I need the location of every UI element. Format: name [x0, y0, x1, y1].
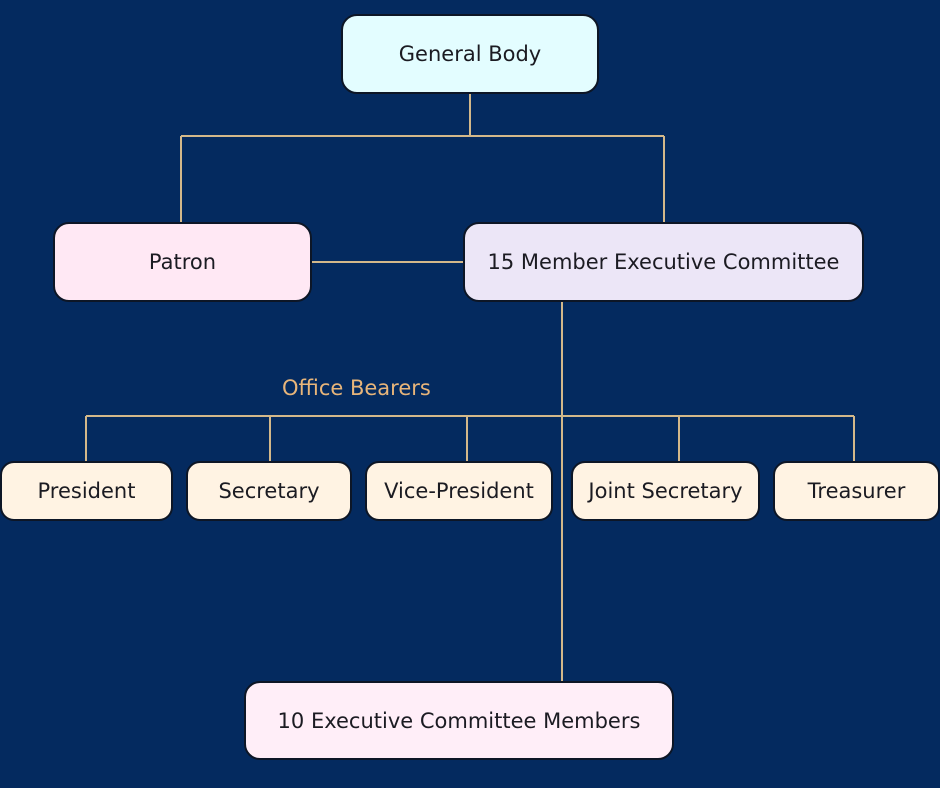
- executive-committee-node: 15 Member Executive Committee: [463, 222, 864, 302]
- joint-secretary-label: Joint Secretary: [588, 479, 743, 503]
- executive-members-label: 10 Executive Committee Members: [277, 708, 641, 733]
- general-body-label: General Body: [398, 42, 542, 66]
- treasurer-label: Treasurer: [807, 479, 906, 503]
- treasurer-node: Treasurer: [773, 461, 940, 521]
- joint-secretary-node: Joint Secretary: [571, 461, 760, 521]
- president-label: President: [37, 479, 136, 503]
- executive-committee-label: 15 Member Executive Committee: [487, 250, 840, 274]
- vice-president-node: Vice-President: [365, 461, 553, 521]
- patron-node: Patron: [53, 222, 312, 302]
- president-node: President: [0, 461, 173, 521]
- executive-members-node: 10 Executive Committee Members: [244, 681, 674, 760]
- office-bearers-label: Office Bearers: [282, 376, 431, 400]
- patron-label: Patron: [148, 250, 217, 274]
- general-body-node: General Body: [341, 14, 599, 94]
- vice-president-label: Vice-President: [384, 479, 534, 503]
- secretary-label: Secretary: [218, 479, 320, 503]
- secretary-node: Secretary: [186, 461, 352, 521]
